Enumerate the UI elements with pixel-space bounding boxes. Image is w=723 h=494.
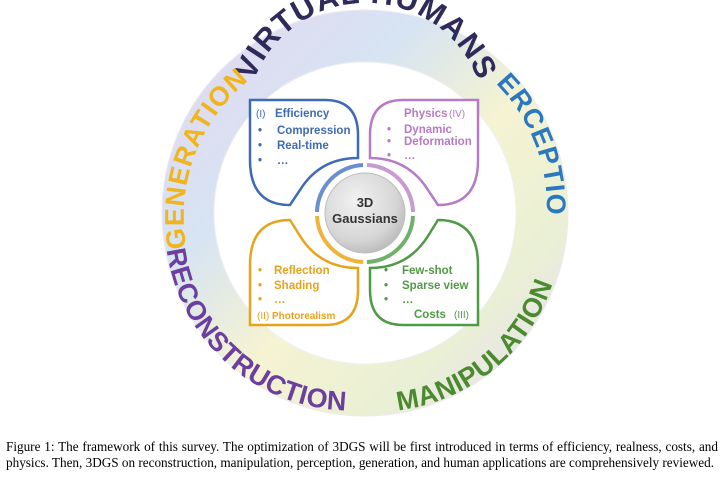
bullet: • [258, 125, 262, 137]
bullet: • [387, 150, 391, 162]
framework-diagram: VIRTUAL HUMANS GENERATION PERCEPTION REC… [0, 0, 570, 417]
petal-efficiency-shape [248, 98, 360, 207]
petal-efficiency-item: Compression [277, 125, 351, 137]
bullet: • [258, 155, 262, 167]
petal-physics: Physics (IV) • Dynamic • Deformation • … [368, 98, 480, 207]
bullet: • [387, 136, 391, 148]
bullet: • [258, 140, 262, 152]
petal-costs-item: Few-shot [402, 265, 453, 277]
center-arcs [315, 163, 415, 264]
bullet: • [258, 280, 262, 292]
petal-physics-num: (IV) [449, 109, 465, 120]
bullet: • [258, 294, 262, 306]
center-label-line1: 3D [357, 195, 374, 210]
petal-costs-title: Costs [414, 309, 446, 321]
petal-costs-num: (III) [454, 310, 469, 321]
petal-photorealism-num: (II) [257, 311, 269, 322]
petal-physics-item: Deformation [404, 136, 472, 148]
bullet: • [258, 265, 262, 277]
bullet: • [384, 294, 388, 306]
petal-efficiency-title: Efficiency [275, 108, 330, 120]
petal-physics-title: Physics [404, 108, 447, 120]
petal-efficiency: (I) Efficiency • Compression • Real-time… [248, 98, 360, 207]
figure-caption: Figure 1: The framework of this survey. … [6, 439, 718, 470]
petal-photorealism: • Reflection • Shading • … (II) Photorea… [248, 218, 360, 327]
bullet: • [384, 280, 388, 292]
outer-ring [161, 9, 569, 417]
petal-efficiency-num: (I) [256, 109, 265, 120]
petal-photorealism-item: Reflection [274, 265, 330, 277]
petal-efficiency-item: Real-time [277, 140, 329, 152]
center-node: 3D Gaussians [324, 172, 406, 254]
petal-physics-item: Dynamic [404, 124, 453, 136]
petal-costs: • Few-shot • Sparse view • … Costs (III) [368, 218, 480, 327]
petal-efficiency-item: … [277, 155, 289, 167]
bullet: • [387, 124, 391, 136]
petal-photorealism-item: … [274, 294, 286, 306]
petal-photorealism-shape [248, 218, 360, 327]
petal-photorealism-title: Photorealism [272, 311, 335, 322]
petal-physics-shape [368, 98, 480, 207]
bullet: • [384, 265, 388, 277]
petal-costs-item: Sparse view [402, 280, 469, 292]
center-label-line2: Gaussians [332, 211, 398, 226]
petal-costs-item: … [402, 294, 414, 306]
petal-photorealism-item: Shading [274, 280, 319, 292]
petal-physics-item: … [404, 150, 416, 162]
petal-costs-shape [368, 218, 480, 327]
